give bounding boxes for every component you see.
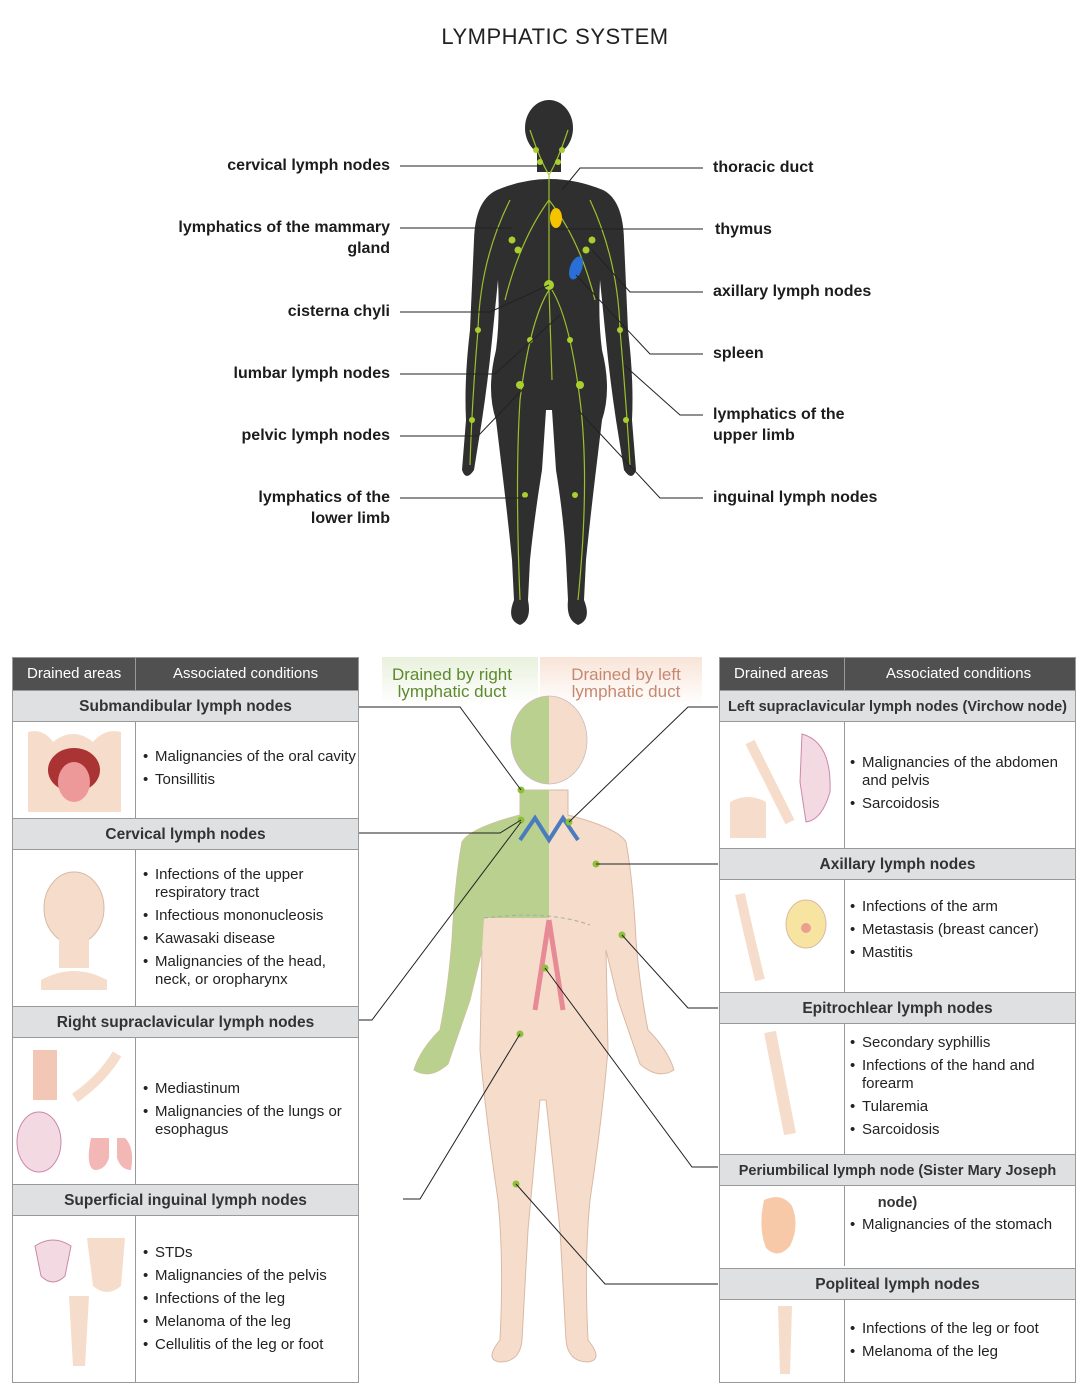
section-periumbilical: Malignancies of the stomach	[720, 1186, 1075, 1266]
mouth-illustration	[13, 722, 136, 818]
condition-item: Tonsillitis	[143, 771, 356, 789]
section-superficial-inguinal: STDs Malignancies of the pelvis Infectio…	[13, 1216, 358, 1382]
section-title-periumbilical: Periumbilical lymph node (Sister Mary Jo…	[720, 1154, 1075, 1211]
leg-illustration	[720, 1300, 845, 1382]
head-illustration	[13, 850, 136, 1006]
condition-item: Sarcoidosis	[850, 1121, 1065, 1139]
section-title-axillary: Axillary lymph nodes	[720, 848, 1075, 880]
condition-item: Malignancies of the abdomen and pelvis	[850, 754, 1065, 790]
section-submandibular: Malignancies of the oral cavity Tonsilli…	[13, 722, 358, 818]
condition-item: Kawasaki disease	[143, 930, 348, 948]
lymphatic-figure	[400, 100, 703, 625]
label-lower-limb-lymphatics: lymphatics of the lower limb	[258, 489, 390, 527]
label-axillary-lymph-nodes: axillary lymph nodes	[713, 283, 872, 300]
condition-item: Mediastinum	[143, 1080, 348, 1098]
label-inguinal-lymph-nodes: inguinal lymph nodes	[713, 489, 878, 506]
label-cisterna-chyli: cisterna chyli	[287, 303, 390, 320]
label-mammary-lymphatics: lymphatics of the mammary gland	[178, 219, 390, 257]
condition-item: Infections of the upper respiratory trac…	[143, 866, 348, 902]
condition-item: STDs	[143, 1244, 348, 1262]
header-divider	[844, 658, 845, 690]
condition-item: Secondary syphillis	[850, 1034, 1065, 1052]
condition-item: Infections of the arm	[850, 898, 1065, 916]
section-title-submandibular: Submandibular lymph nodes	[13, 690, 358, 722]
label-thoracic-duct: thoracic duct	[713, 159, 814, 176]
section-epitrochlear: Secondary syphillis Infections of the ha…	[720, 1024, 1075, 1154]
header-associated-conditions: Associated conditions	[173, 665, 319, 682]
breast-illustration	[720, 880, 845, 992]
header-associated-conditions: Associated conditions	[886, 665, 1032, 682]
section-title-superficial-inguinal: Superficial inguinal lymph nodes	[13, 1184, 358, 1216]
condition-item: Tularemia	[850, 1098, 1065, 1116]
condition-item: Malignancies of the head, neck, or oroph…	[143, 953, 348, 989]
condition-item: Mastitis	[850, 944, 1065, 962]
label-thymus: thymus	[715, 221, 772, 238]
condition-item: Infectious mononucleosis	[143, 907, 348, 925]
section-title-right-supraclavicular: Right supraclavicular lymph nodes	[13, 1006, 358, 1038]
section-cervical: Infections of the upper respiratory trac…	[13, 850, 358, 1006]
right-nodes-table: Drained areas Associated conditions Left…	[719, 657, 1076, 1383]
condition-item: Malignancies of the pelvis	[143, 1267, 348, 1285]
condition-item: Infections of the hand and forearm	[850, 1057, 1065, 1093]
left-nodes-table: Drained areas Associated conditions Subm…	[12, 657, 359, 1383]
condition-item: Sarcoidosis	[850, 795, 1065, 813]
section-axillary: Infections of the arm Metastasis (breast…	[720, 880, 1075, 992]
section-title-popliteal: Popliteal lymph nodes	[720, 1268, 1075, 1300]
ribcage-illustration	[720, 722, 845, 848]
condition-item: Cellulitis of the leg or foot	[143, 1336, 348, 1354]
section-title-left-supraclavicular: Left supraclavicular lymph nodes (Vircho…	[720, 690, 1075, 722]
right-table-header: Drained areas Associated conditions	[720, 658, 1075, 690]
drained-by-right-duct-label: Drained by right lymphatic duct	[391, 665, 512, 701]
section-title-cervical: Cervical lymph nodes	[13, 818, 358, 850]
forearm-illustration	[720, 1024, 845, 1154]
condition-item: Melanoma of the leg	[143, 1313, 348, 1331]
label-cervical-lymph-nodes: cervical lymph nodes	[227, 157, 390, 174]
condition-item: Melanoma of the leg	[850, 1343, 1065, 1361]
label-pelvic-lymph-nodes: pelvic lymph nodes	[241, 427, 390, 444]
label-lumbar-lymph-nodes: lumbar lymph nodes	[233, 365, 390, 382]
section-right-supraclavicular: Mediastinum Malignancies of the lungs or…	[13, 1038, 358, 1184]
condition-item: Metastasis (breast cancer)	[850, 921, 1065, 939]
lungs-illustration	[13, 1038, 136, 1184]
drained-by-left-duct-label: Drained by left lymphatic duct	[571, 665, 681, 701]
condition-item: Malignancies of the lungs or esophagus	[143, 1103, 348, 1139]
header-drained-areas: Drained areas	[27, 665, 122, 682]
condition-item: Malignancies of the stomach	[850, 1216, 1065, 1234]
pelvis-illustration	[13, 1216, 136, 1382]
label-upper-limb-lymphatics: lymphatics of the upper limb	[713, 406, 845, 444]
condition-item: Malignancies of the oral cavity	[143, 748, 356, 766]
header-drained-areas: Drained areas	[734, 665, 829, 682]
section-left-supraclavicular: Malignancies of the abdomen and pelvis S…	[720, 722, 1075, 848]
stomach-illustration	[720, 1186, 845, 1266]
header-divider	[135, 658, 136, 690]
section-popliteal: Infections of the leg or foot Melanoma o…	[720, 1300, 1075, 1382]
section-title-epitrochlear: Epitrochlear lymph nodes	[720, 992, 1075, 1024]
condition-item: Infections of the leg	[143, 1290, 348, 1308]
condition-item: Infections of the leg or foot	[850, 1320, 1065, 1338]
left-table-header: Drained areas Associated conditions	[13, 658, 358, 690]
page-title: LYMPHATIC SYSTEM	[441, 24, 669, 49]
label-spleen: spleen	[713, 345, 764, 362]
